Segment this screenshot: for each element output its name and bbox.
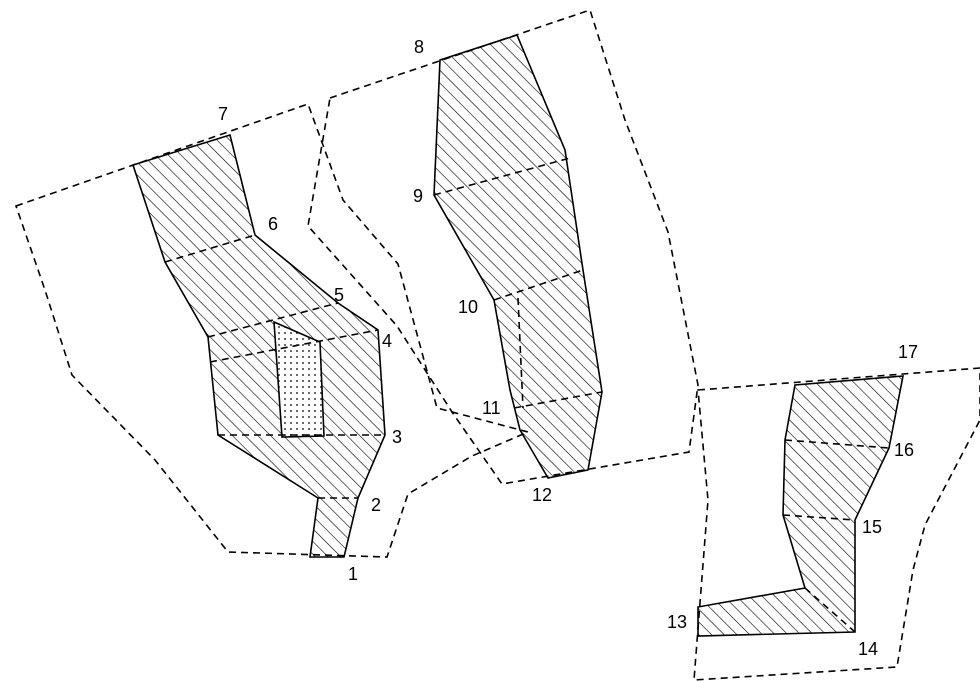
point-label-1: 1 bbox=[348, 564, 358, 584]
hatched-area-c bbox=[697, 375, 904, 637]
dashed-divider-b3 bbox=[517, 297, 524, 409]
point-label-10: 10 bbox=[458, 297, 478, 317]
dashed-divider-a3 bbox=[207, 302, 339, 338]
point-label-17: 17 bbox=[898, 342, 918, 362]
dashed-divider-b4 bbox=[513, 391, 603, 409]
dashed-divider-a4 bbox=[209, 329, 379, 363]
boundary-left-region bbox=[14, 102, 531, 558]
hatched-area-a bbox=[131, 133, 386, 558]
point-label-16: 16 bbox=[894, 440, 914, 460]
point-label-6: 6 bbox=[268, 214, 278, 234]
dashed-divider-a5 bbox=[164, 234, 256, 263]
point-label-2: 2 bbox=[371, 495, 381, 515]
point-label-13: 13 bbox=[667, 612, 687, 632]
point-label-12: 12 bbox=[532, 485, 552, 505]
point-label-3: 3 bbox=[392, 427, 402, 447]
point-label-4: 4 bbox=[382, 331, 392, 351]
hatched-area-b bbox=[433, 34, 603, 479]
point-label-11: 11 bbox=[482, 398, 501, 418]
point-label-9: 9 bbox=[413, 186, 423, 206]
point-label-14: 14 bbox=[858, 639, 878, 659]
point-label-8: 8 bbox=[414, 37, 424, 57]
point-label-5: 5 bbox=[334, 285, 344, 305]
dashed-divider-b2 bbox=[493, 269, 584, 301]
dashed-divider-c1 bbox=[784, 439, 890, 449]
point-label-7: 7 bbox=[218, 104, 228, 124]
dashed-divider-c2 bbox=[782, 514, 856, 521]
point-label-15: 15 bbox=[862, 517, 882, 537]
boundary-middle-region bbox=[307, 8, 699, 485]
dotted-area-fill bbox=[274, 322, 324, 437]
